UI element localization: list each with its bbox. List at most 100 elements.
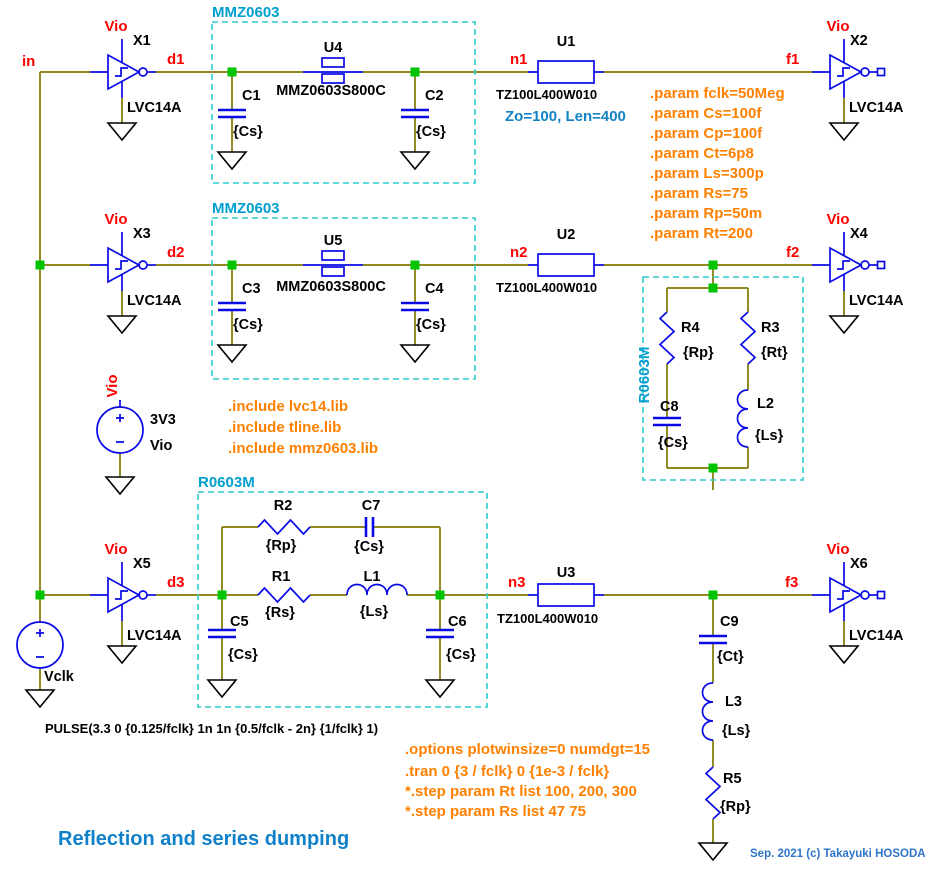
res-value-r3[interactable]: {Rt} [761, 345, 788, 361]
power-label-vio[interactable]: Vio [104, 374, 121, 397]
gate-x5[interactable]: Vio X5 LVC14A [90, 541, 182, 663]
directive-sim-1[interactable]: .tran 0 {3 / fclk} 0 {1e-3 / fclk} [405, 763, 609, 780]
gate-ref-x4[interactable]: X4 [850, 226, 868, 242]
source-ref-vclk[interactable]: Vclk [44, 669, 75, 685]
net-label-n2[interactable]: n2 [510, 244, 528, 261]
net-label-f3[interactable]: f3 [785, 574, 798, 591]
gate-ref-x5[interactable]: X5 [133, 556, 151, 572]
res-ref-r1[interactable]: R1 [272, 569, 291, 585]
voltage-source-vclk[interactable]: Vclk PULSE(3.3 0 {0.125/fclk} 1n 1n {0.5… [16, 621, 378, 736]
cap-ref-c1[interactable]: C1 [242, 88, 261, 104]
res-ref-r4[interactable]: R4 [681, 320, 700, 336]
gate-part-label[interactable]: LVC14A [849, 628, 904, 644]
gate-x3[interactable]: Vio X3 LVC14A [90, 211, 182, 333]
ind-ref-l2[interactable]: L2 [757, 396, 774, 412]
cap-value-c9[interactable]: {Ct} [717, 649, 744, 665]
tline-comment[interactable]: Zo=100, Len=400 [505, 108, 626, 125]
res-ref-r2[interactable]: R2 [274, 498, 293, 514]
net-label-d3[interactable]: d3 [167, 574, 185, 591]
directive-sim-2[interactable]: *.step param Rt list 100, 200, 300 [405, 783, 637, 800]
cap-ref-c9[interactable]: C9 [720, 614, 739, 630]
gate-part-label[interactable]: LVC14A [127, 100, 182, 116]
capacitor-c6[interactable]: C6 {Cs} [424, 614, 476, 698]
directive-param-3[interactable]: .param Ct=6p8 [650, 145, 754, 162]
inductor-l2[interactable]: L2 {Ls} [736, 389, 784, 448]
directive-param-2[interactable]: .param Cp=100f [650, 125, 763, 142]
cap-ref-c4[interactable]: C4 [425, 281, 444, 297]
res-value-r5[interactable]: {Rp} [720, 799, 751, 815]
tline-u3[interactable]: U3 TZ100L400W010 [497, 565, 605, 626]
bead-part-label[interactable]: MMZ0603S800C [276, 83, 386, 99]
res-value-r2[interactable]: {Rp} [266, 538, 297, 554]
net-label-f1[interactable]: f1 [786, 51, 799, 68]
cap-ref-c8[interactable]: C8 [660, 399, 679, 415]
net-labels[interactable]: in d1 d2 d3 n1 n2 n3 f1 f2 f3 [22, 51, 799, 591]
capacitor-c3[interactable]: C3 {Cs} [216, 281, 263, 363]
r0603m-box-right-label[interactable]: R0603M [636, 347, 653, 404]
net-label-d1[interactable]: d1 [167, 51, 185, 68]
tline-u2[interactable]: U2 TZ100L400W010 [496, 227, 605, 295]
inductor-l1[interactable]: L1 {Ls} [346, 569, 408, 620]
power-label-vio[interactable]: Vio [826, 211, 849, 228]
source-ref-vio[interactable]: Vio [150, 438, 172, 454]
resistor-r2[interactable]: R2 {Rp} [257, 498, 311, 554]
directive-param-7[interactable]: .param Rt=200 [650, 225, 753, 242]
directive-sim-0[interactable]: .options plotwinsize=0 numdgt=15 [405, 741, 650, 758]
include-directives[interactable]: .include lvc14.lib .include tline.lib .i… [228, 398, 378, 457]
cap-ref-c2[interactable]: C2 [425, 88, 444, 104]
gate-ref-x3[interactable]: X3 [133, 226, 151, 242]
tline-u1[interactable]: U1 TZ100L400W010 Zo=100, Len=400 [496, 34, 626, 125]
gate-part-label[interactable]: LVC14A [849, 293, 904, 309]
net-label-n1[interactable]: n1 [510, 51, 528, 68]
gate-part-label[interactable]: LVC14A [127, 628, 182, 644]
ind-value-l2[interactable]: {Ls} [755, 428, 784, 444]
res-value-r1[interactable]: {Rs} [265, 605, 295, 621]
cap-value-c1[interactable]: {Cs} [233, 124, 263, 140]
directive-param-4[interactable]: .param Ls=300p [650, 165, 764, 182]
tline-ref-u3[interactable]: U3 [557, 565, 576, 581]
gate-x4[interactable]: Vio X4 LVC14A [812, 211, 904, 333]
bead-part-label[interactable]: MMZ0603S800C [276, 279, 386, 295]
ind-value-l1[interactable]: {Ls} [360, 604, 389, 620]
cap-ref-c3[interactable]: C3 [242, 281, 261, 297]
tline-ref-u1[interactable]: U1 [557, 34, 576, 50]
bead-u5[interactable]: U5 MMZ0603S800C [276, 233, 386, 295]
tline-part-label[interactable]: TZ100L400W010 [496, 280, 597, 295]
cap-value-c4[interactable]: {Cs} [416, 317, 446, 333]
cap-value-c6[interactable]: {Cs} [446, 647, 476, 663]
capacitor-c5[interactable]: C5 {Cs} [206, 614, 258, 698]
cap-ref-c5[interactable]: C5 [230, 614, 249, 630]
resistor-r4[interactable]: R4 {Rp} [659, 311, 714, 365]
inductor-l3[interactable]: L3 {Ls} [701, 682, 751, 741]
directive-include-2[interactable]: .include mmz0603.lib [228, 440, 378, 457]
power-label-vio[interactable]: Vio [104, 18, 127, 35]
mmz0603-box-2-label[interactable]: MMZ0603 [212, 200, 280, 217]
source-value-vio[interactable]: 3V3 [150, 412, 176, 428]
param-directives[interactable]: .param fclk=50Meg .param Cs=100f .param … [650, 85, 785, 242]
resistor-r1[interactable]: R1 {Rs} [257, 569, 311, 621]
net-label-d2[interactable]: d2 [167, 244, 185, 261]
tline-ref-u2[interactable]: U2 [557, 227, 576, 243]
net-label-f2[interactable]: f2 [786, 244, 799, 261]
directive-sim-3[interactable]: *.step param Rs list 47 75 [405, 803, 586, 820]
gate-ref-x1[interactable]: X1 [133, 33, 151, 49]
bead-ref-u5[interactable]: U5 [324, 233, 343, 249]
gate-part-label[interactable]: LVC14A [849, 100, 904, 116]
cap-ref-c7[interactable]: C7 [362, 498, 381, 514]
ind-value-l3[interactable]: {Ls} [722, 723, 751, 739]
mmz0603-box-1-label[interactable]: MMZ0603 [212, 4, 280, 21]
gate-x6[interactable]: Vio X6 LVC14A [812, 541, 904, 663]
capacitor-c8[interactable]: C8 {Cs} [651, 399, 688, 451]
bead-ref-u4[interactable]: U4 [324, 40, 343, 56]
voltage-source-vio[interactable]: Vio 3V3 Vio [96, 374, 176, 495]
tline-part-label[interactable]: TZ100L400W010 [496, 87, 597, 102]
gate-x2[interactable]: Vio X2 LVC14A [812, 18, 904, 140]
simulation-directives[interactable]: .options plotwinsize=0 numdgt=15 .tran 0… [405, 741, 650, 820]
capacitor-c7[interactable]: C7 {Cs} [354, 498, 384, 555]
directive-include-0[interactable]: .include lvc14.lib [228, 398, 348, 415]
cap-value-c5[interactable]: {Cs} [228, 647, 258, 663]
gate-ref-x6[interactable]: X6 [850, 556, 868, 572]
source-value-vclk-pulse[interactable]: PULSE(3.3 0 {0.125/fclk} 1n 1n {0.5/fclk… [45, 721, 378, 736]
directive-param-5[interactable]: .param Rs=75 [650, 185, 748, 202]
resistor-r3[interactable]: R3 {Rt} [740, 311, 788, 365]
